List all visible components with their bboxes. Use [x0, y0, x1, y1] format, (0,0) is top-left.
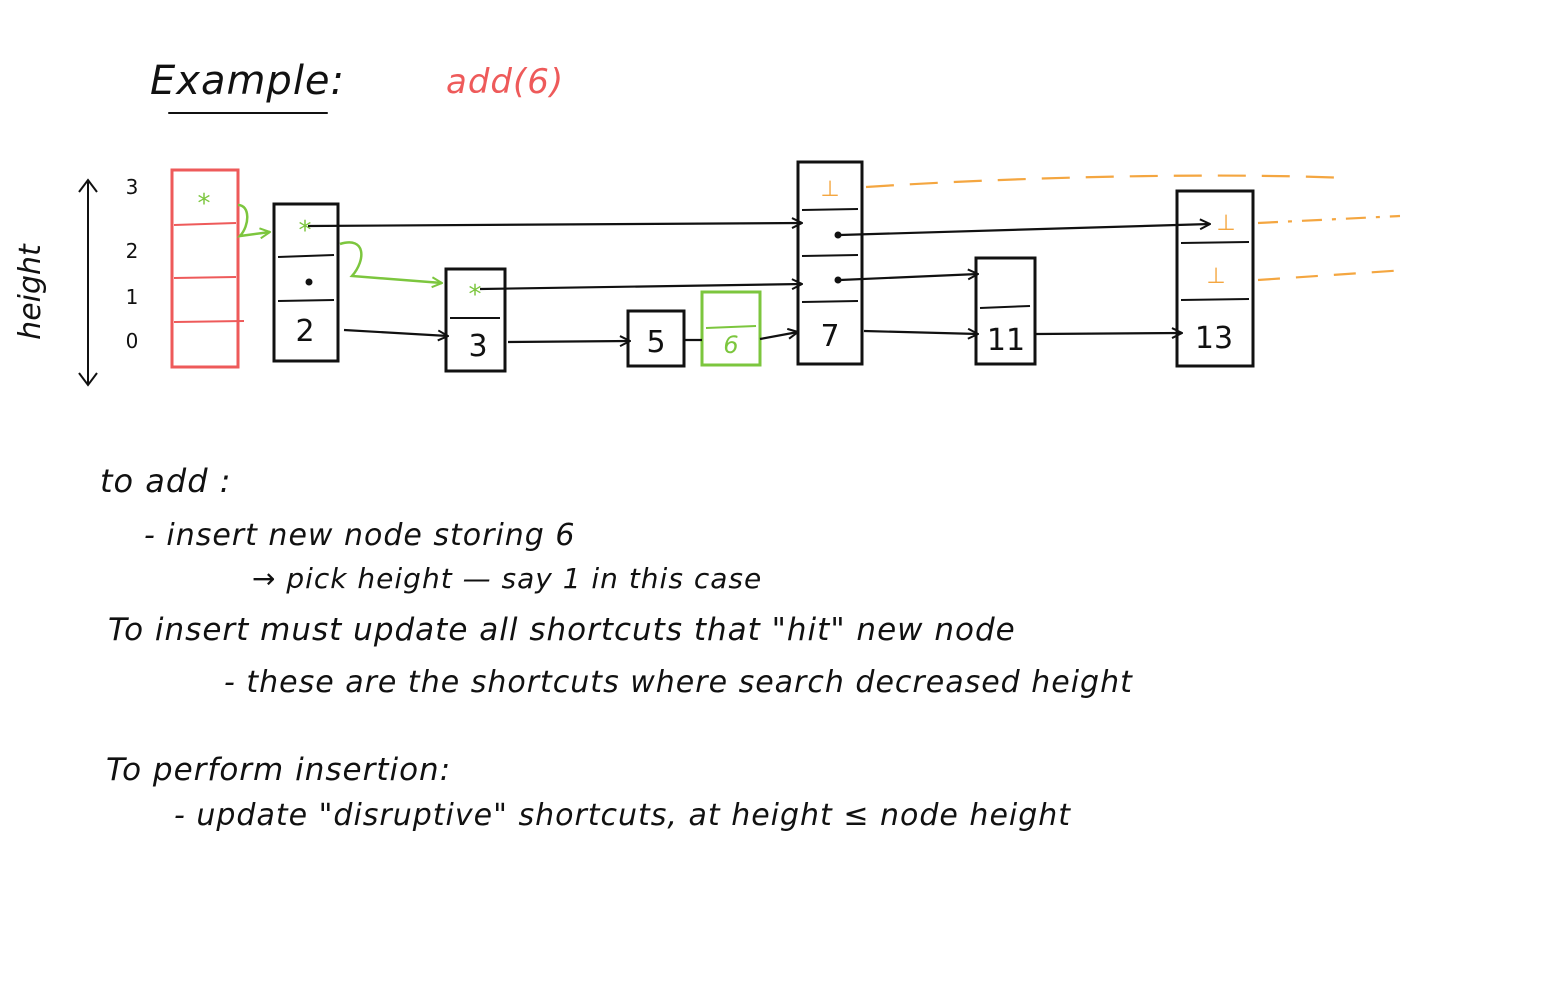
pointer-level-2-n2-to-n7	[307, 223, 802, 226]
head-node-divider	[173, 222, 237, 226]
node-7-key: 7	[820, 319, 839, 354]
head-node: *	[170, 168, 245, 369]
pointer-level-1-n7-to-n11	[839, 274, 978, 282]
head-node-box	[170, 168, 240, 369]
node-11-divider	[979, 305, 1031, 309]
node-5: 5	[626, 309, 686, 368]
search-path-arrow-n2-to-n3	[339, 241, 442, 283]
level-label-3: 3	[126, 175, 139, 199]
pointer-level-1-n3-to-n7	[479, 284, 802, 291]
node-2-key: 2	[295, 314, 314, 349]
node-3-update-marker: *	[469, 280, 482, 310]
node-2-divider	[277, 299, 335, 302]
node-7-divider	[801, 300, 859, 303]
node-7-null-icon: ⊥	[820, 177, 839, 202]
skip-list-pointers	[307, 223, 1210, 342]
node-11-box	[974, 256, 1037, 366]
height-axis-down-arrow-icon	[78, 372, 98, 387]
null-continuations	[865, 174, 1407, 282]
node-7-divider	[801, 208, 859, 211]
node-6-new: 6	[700, 290, 762, 367]
search-path-arrows	[236, 203, 442, 283]
note-insert-new-node: - insert new node storing 6	[144, 518, 576, 553]
height-axis-up-arrow-icon	[78, 178, 98, 193]
node-2-box	[272, 202, 340, 363]
level-label-1: 1	[126, 285, 139, 309]
pointer-level-0-n6-to-n7	[759, 332, 798, 341]
note-must-update: To insert must update all shortcuts that…	[108, 612, 1016, 648]
height-axis-label: height	[13, 243, 48, 340]
node-7-box	[796, 160, 864, 366]
null-dash-level-1	[1257, 268, 1407, 282]
node-7: ⊥ 7	[796, 160, 864, 366]
node-2-divider	[277, 254, 335, 258]
pointer-level-2-n7-to-n13	[839, 224, 1210, 237]
node-2-update-marker: *	[299, 216, 312, 246]
skip-list-diagram: height 3 2 1 0 * * 2 * 3	[13, 160, 1407, 387]
note-pick-height: → pick height — say 1 in this case	[252, 562, 763, 595]
node-3: * 3	[444, 267, 507, 373]
node-3-key: 3	[468, 329, 487, 364]
pointer-level-0-n2-to-n3	[343, 328, 448, 336]
node-13-null-icon: ⊥	[1216, 211, 1235, 236]
node-2: * 2	[272, 202, 340, 363]
note-to-add-heading: to add :	[100, 462, 232, 500]
node-13-null-icon: ⊥	[1206, 264, 1225, 289]
height-axis: height 3 2 1 0	[13, 175, 139, 387]
note-update-disruptive: - update "disruptive" shortcuts, at heig…	[174, 798, 1072, 833]
example-title-underline	[168, 112, 328, 114]
pointer-level-0-n7-to-n11	[863, 331, 978, 334]
head-update-marker: *	[198, 189, 211, 219]
pointer-level-0-n3-to-n5	[507, 341, 630, 342]
node-6-key: 6	[723, 331, 738, 359]
note-decreased-height: - these are the shortcuts where search d…	[224, 665, 1133, 700]
level-label-2: 2	[126, 239, 139, 263]
note-perform-insertion: To perform insertion:	[106, 752, 452, 788]
node-11: 11	[974, 256, 1037, 366]
node-2-pointer-dot	[305, 278, 313, 286]
null-dash-level-2	[1257, 214, 1401, 225]
operation-label: add(6)	[446, 62, 565, 102]
node-7-divider	[801, 254, 859, 257]
example-title: Example:	[150, 58, 346, 104]
node-6-box	[700, 290, 762, 367]
head-node-divider	[173, 320, 245, 323]
level-label-0: 0	[126, 329, 139, 353]
node-7-pointer-dot	[834, 231, 842, 239]
node-13-key: 13	[1195, 321, 1233, 356]
head-node-divider	[173, 276, 237, 279]
node-13-divider	[1180, 298, 1250, 301]
null-dash-level-3	[865, 174, 1349, 189]
node-13: ⊥ ⊥ 13	[1175, 189, 1255, 368]
node-13-box	[1175, 189, 1255, 368]
node-11-key: 11	[987, 323, 1025, 358]
search-path-arrow-head-to-n2	[236, 203, 270, 236]
node-5-key: 5	[646, 325, 665, 360]
node-13-divider	[1180, 241, 1250, 244]
pointer-level-0-n11-to-n13	[1035, 333, 1182, 334]
node-3-box	[444, 267, 507, 373]
node-6-divider	[705, 325, 757, 329]
node-7-pointer-dot	[834, 276, 842, 284]
